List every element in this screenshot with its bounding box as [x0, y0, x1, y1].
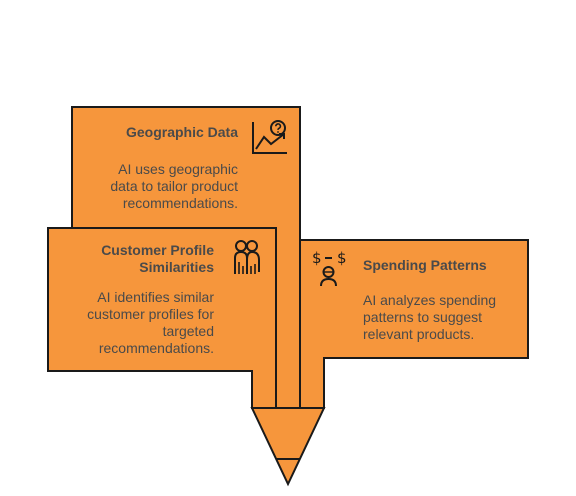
geographic-description: AI uses geographic data to tailor produc… [110, 161, 238, 211]
customer-title: Customer Profile Similarities [101, 242, 214, 275]
svg-text:$: $ [312, 249, 322, 267]
chart-question-icon [252, 120, 287, 154]
svg-text:$: $ [337, 249, 347, 267]
geographic-title: Geographic Data [125, 124, 238, 140]
people-icon [234, 240, 260, 274]
customer-description: AI identifies similar customer profiles … [87, 289, 214, 356]
spending-description: AI analyzes spending patterns to suggest… [363, 292, 497, 342]
spending-title: Spending Patterns [363, 257, 487, 273]
customer-card-shape [47, 227, 277, 409]
spending-card-shape [299, 239, 529, 409]
pencil-tip [250, 407, 326, 487]
person-money-icon: $ $ [312, 249, 347, 287]
